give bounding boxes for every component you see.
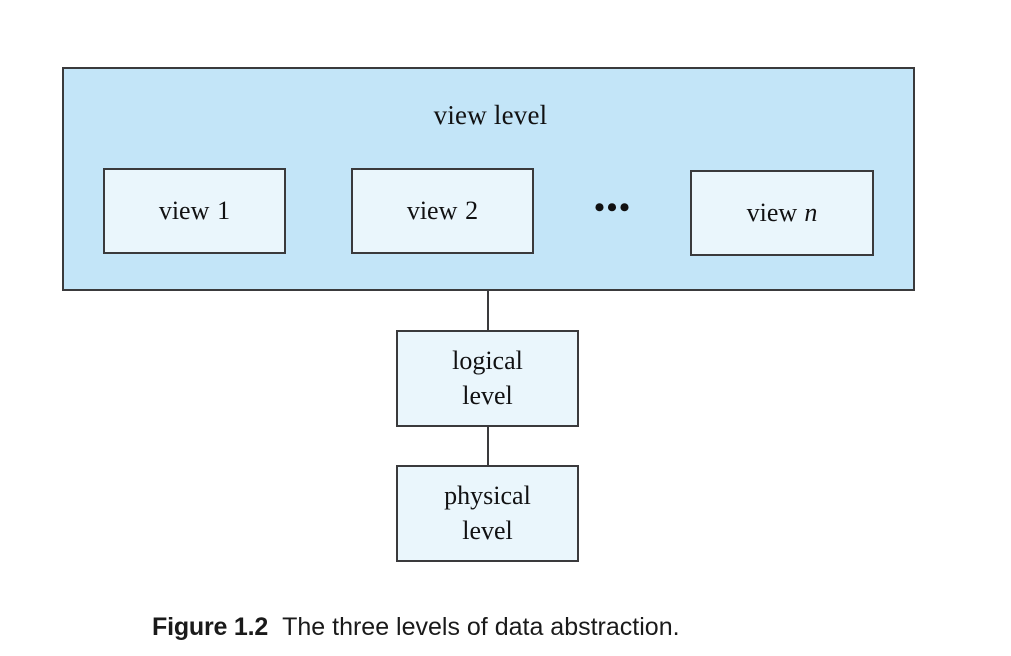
view-box-1-label: view [158,196,210,225]
physical-level-line1: physical [444,481,531,511]
connector-view-to-logical [487,289,489,332]
view-box-n-label: view [746,198,798,227]
logical-level-line1: logical [452,346,523,376]
figure-caption-label: Figure 1.2 [152,613,269,641]
logical-level-box: logical level [396,330,579,427]
view-box-n-index: n [804,198,818,227]
view-level-title: view level [433,100,548,130]
view-box-2-index: 2 [465,196,479,225]
figure-caption: Figure 1.2 The three levels of data abstr… [152,613,912,642]
view-box-1-index: 1 [217,196,231,225]
figure-caption-text: The three levels of data abstraction. [282,613,680,641]
logical-level-line2: level [462,380,513,410]
connector-logical-to-physical [487,425,489,467]
physical-level-box: physical level [396,465,579,562]
view-boxes-ellipsis: ••• [594,191,632,224]
physical-level-line2: level [462,515,513,545]
view-box-2-label: view [406,196,458,225]
